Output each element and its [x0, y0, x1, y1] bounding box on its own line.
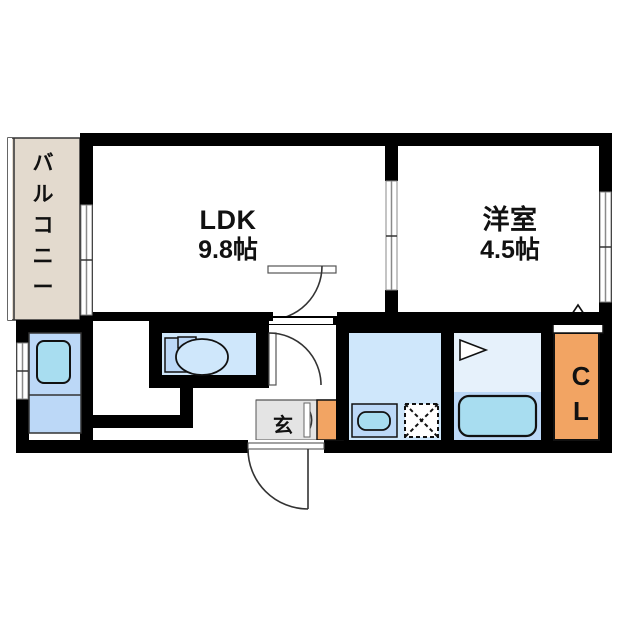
- wall-kitchen-right: [80, 320, 93, 440]
- genkan-label: 玄: [273, 413, 293, 437]
- washitsu-area-label: 4.5帖: [480, 236, 540, 264]
- door-ldk-hall-opening: [269, 318, 333, 324]
- balcony-label-char-0: バ: [33, 152, 54, 175]
- closet-label-char-0: C: [572, 361, 591, 391]
- bathroom-wall-right: [541, 320, 554, 440]
- kitchen-sink: [36, 340, 71, 384]
- washitsu-label: 洋室: [483, 204, 538, 235]
- bathroom-door-marker-icon: [459, 338, 489, 362]
- toilet-wall-bottom: [149, 375, 269, 388]
- washroom-area: [336, 320, 454, 440]
- washbasin: [357, 411, 391, 431]
- toilet-wall-top: [149, 320, 269, 333]
- entrance-door-arc: [247, 448, 309, 510]
- washroom-wall-right: [441, 320, 454, 440]
- ldk-label: LDK: [200, 205, 257, 235]
- door-toilet-panel[interactable]: [268, 332, 277, 386]
- balcony-label-char-1: ル: [33, 183, 54, 206]
- wall-ldk-bottom-left: [93, 312, 273, 321]
- wall-top: [80, 133, 612, 146]
- upper-floor-fill: [80, 145, 560, 325]
- wall-ldk-bottom-right: [337, 312, 398, 321]
- toilet-bowl: [175, 338, 229, 376]
- ldk-area-label: 9.8帖: [198, 236, 258, 264]
- wall-washitsu-bottom: [398, 312, 612, 325]
- closet-floor: [553, 332, 600, 441]
- door-genkan-inner-panel[interactable]: [303, 402, 311, 438]
- closet-area: C L: [552, 303, 604, 441]
- ldk-washitsu-partition: [385, 133, 398, 325]
- door-toilet-arc: [268, 332, 322, 386]
- closet-label-char-1: L: [573, 396, 589, 426]
- wall-right-lower: [599, 325, 612, 453]
- genkan-step-up: [256, 388, 341, 400]
- balcony-area: バ ル コ ニ ー: [7, 137, 81, 321]
- balcony-rail-gap: [8, 138, 12, 320]
- toilet-room: [149, 320, 269, 388]
- balcony-floor: [7, 137, 81, 321]
- balcony-label-char-3: ニ: [33, 245, 54, 268]
- partition-upper: [385, 133, 398, 181]
- balcony-label-char-4: ー: [33, 276, 54, 299]
- toilet-wall-left: [149, 320, 162, 382]
- wall-ldk-lower-step: [80, 415, 193, 428]
- balcony-label-char-2: コ: [33, 214, 54, 237]
- kitchen-area: [28, 332, 82, 434]
- door-ldk-hall-panel[interactable]: [267, 265, 337, 274]
- bathtub: [457, 394, 538, 438]
- entrance-door-panel[interactable]: [247, 442, 325, 450]
- washroom-wall-left: [336, 320, 349, 440]
- toilet-wall-right: [256, 320, 269, 388]
- washer-space-x2: [404, 403, 439, 438]
- washitsu-room: 洋室 4.5帖: [480, 204, 540, 264]
- wall-left-notch: [16, 320, 93, 333]
- washitsu-lower-wall: [398, 312, 612, 325]
- ldk-room: LDK 9.8帖: [198, 205, 258, 264]
- ldk-lower-wall: [93, 312, 398, 321]
- bathroom-area: [454, 320, 554, 440]
